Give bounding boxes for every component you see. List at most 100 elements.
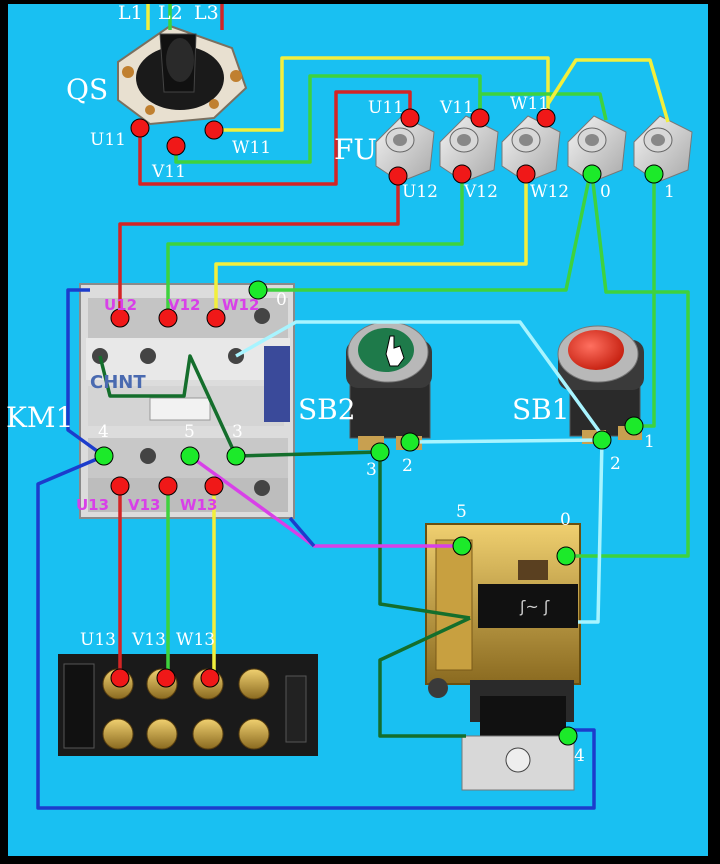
dot-tb-w13	[200, 668, 220, 688]
wire-w11	[214, 56, 550, 132]
dot-fu-w11	[536, 108, 556, 128]
label-km1-3: 3	[232, 422, 243, 442]
label-fu-v12: V12	[464, 182, 498, 202]
wire-v12	[166, 174, 464, 318]
wire-blue-right	[288, 516, 316, 548]
label-tb-u13: U13	[80, 630, 116, 650]
label-tb-w13: W13	[176, 630, 216, 650]
label-fu-v11: V11	[440, 98, 474, 118]
dot-km1-w13	[204, 476, 224, 496]
dot-fu-u12	[388, 166, 408, 186]
label-sb1-1: 1	[644, 432, 655, 452]
dot-qs-w11	[204, 120, 224, 140]
label-km1-4: 4	[98, 422, 109, 442]
wire-0-relay	[566, 173, 690, 558]
label-sb2: SB2	[298, 393, 356, 426]
terminal-block-icon	[58, 654, 318, 756]
label-l2: L2	[158, 2, 183, 24]
dot-sb1-2	[592, 430, 612, 450]
dot-fu-0	[582, 164, 602, 184]
label-sb2-3: 3	[366, 460, 377, 480]
label-fu-u11: U11	[368, 98, 404, 118]
label-fu-1: 1	[664, 182, 675, 202]
label-km1-u13: U13	[76, 496, 110, 514]
label-tb-v13: V13	[132, 630, 166, 650]
wire-cyan-b	[409, 438, 603, 444]
label-km1-w12: W12	[222, 296, 260, 314]
dot-sb2-3	[370, 442, 390, 462]
dot-km1-v13	[158, 476, 178, 496]
dot-qs-u11	[130, 118, 150, 138]
dot-fu-v11	[470, 108, 490, 128]
dot-km1-u13	[110, 476, 130, 496]
label-fu-0: 0	[600, 182, 611, 202]
label-fr-4: 4	[574, 746, 585, 766]
wire-0-km1	[258, 173, 592, 292]
wires	[36, 4, 690, 810]
label-sb2-2: 2	[402, 456, 413, 476]
terminal-dots	[94, 108, 664, 746]
wire-4	[36, 454, 596, 810]
label-qs-u11: U11	[90, 130, 126, 150]
fuse-icon	[375, 115, 693, 183]
svg-text:ʃ~ ʃ: ʃ~ ʃ	[519, 597, 550, 616]
label-sb1-2: 2	[610, 454, 621, 474]
label-km1-0: 0	[276, 290, 287, 310]
dot-fu-u11	[400, 108, 420, 128]
label-km1-v13: V13	[128, 496, 161, 514]
dot-tb-u13	[110, 668, 130, 688]
wire-v11	[174, 74, 482, 164]
wire-fu-bridge-1	[546, 58, 670, 123]
label-fu-u12: U12	[402, 182, 438, 202]
dot-km1-v12	[158, 308, 178, 328]
dot-fu-w12	[516, 164, 536, 184]
dot-tb-v13	[156, 668, 176, 688]
dot-fu-1	[644, 164, 664, 184]
rotary-switch-icon	[117, 24, 248, 126]
label-km1: KM1	[6, 401, 74, 434]
wire-u12	[118, 176, 400, 318]
label-fr-0: 0	[560, 510, 571, 530]
label-km1-w13: W13	[180, 496, 218, 514]
label-fu-w11: W11	[510, 94, 550, 114]
label-km1-u12: U12	[104, 296, 138, 314]
label-km1-5: 5	[184, 422, 195, 442]
push-button-icon	[557, 325, 644, 444]
label-qs-v11: V11	[152, 162, 186, 182]
label-fu-w12: W12	[530, 182, 570, 202]
wire-km1-link	[98, 354, 238, 457]
dot-km1-5	[180, 446, 200, 466]
label-fu: FU	[334, 133, 378, 166]
dot-sb2-2	[400, 432, 420, 452]
thermal-relay-icon: ʃ~ ʃ	[425, 523, 581, 791]
dot-fr-4	[558, 726, 578, 746]
label-km1-v12: V12	[168, 296, 201, 314]
hand-cursor-icon	[385, 335, 405, 367]
wire-w12	[214, 174, 528, 318]
dot-fu-v12	[452, 164, 472, 184]
wire-fu-bridge-0	[478, 92, 608, 121]
dot-fr-0	[556, 546, 576, 566]
wire-3	[235, 450, 381, 458]
dot-km1-3	[226, 446, 246, 466]
wire-3-down	[378, 452, 471, 620]
wire-u11	[138, 90, 412, 186]
label-fr-5: 5	[456, 502, 467, 522]
wire-3-loop	[378, 616, 471, 738]
dot-sb1-1	[624, 416, 644, 436]
dot-km1-4	[94, 446, 114, 466]
wire-blue-top	[66, 288, 106, 458]
brand-logo: CHNT	[90, 372, 146, 393]
dot-km1-0	[248, 280, 268, 300]
dot-km1-u12	[110, 308, 130, 328]
wire-cyan-c	[578, 439, 604, 624]
label-l1: L1	[118, 2, 143, 24]
dot-fr-5	[452, 536, 472, 556]
dot-km1-w12	[206, 308, 226, 328]
label-qs-w11: W11	[232, 138, 272, 158]
label-l3: L3	[194, 2, 219, 24]
label-sb1: SB1	[512, 393, 570, 426]
wire-cyan-a	[235, 320, 606, 440]
